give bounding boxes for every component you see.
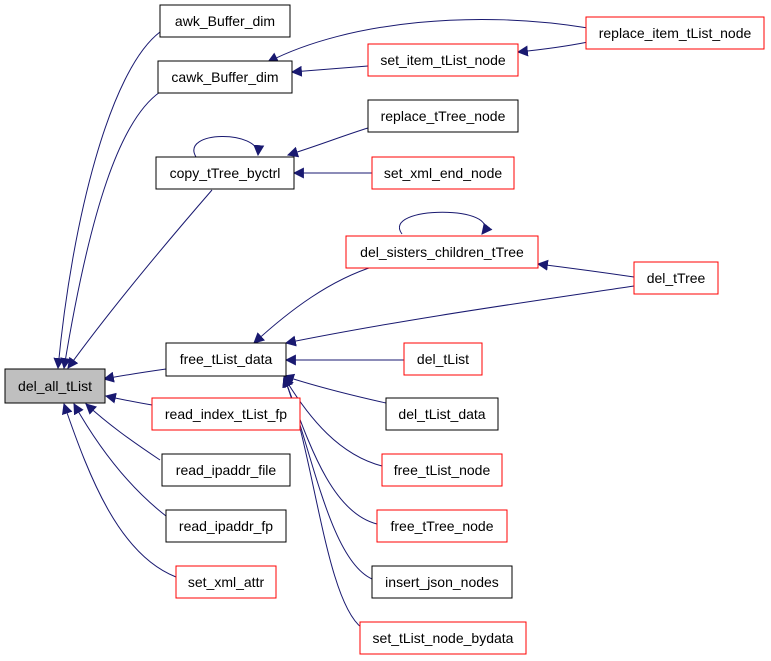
edge-set_item_tList_node-to-cawk_Buffer_dim [290,65,369,77]
node-insert_json_nodes[interactable]: insert_json_nodes [371,565,513,599]
node-replace_item_tList_node[interactable]: replace_item_tList_node [585,16,765,50]
node-label: set_item_tList_node [380,52,506,68]
node-del_all_tList[interactable]: del_all_tList [4,368,106,404]
node-del_tList_data[interactable]: del_tList_data [385,397,499,431]
node-label: cawk_Buffer_dim [171,69,278,85]
edge-read_index_tList_fp-to-del_all_tList [104,392,153,406]
edges [53,18,635,629]
node-del_sisters_children_tTree[interactable]: del_sisters_children_tTree [345,235,539,269]
node-label: read_ipaddr_file [176,462,277,478]
node-set_item_tList_node[interactable]: set_item_tList_node [367,43,519,77]
edge-set_xml_attr-to-del_all_tList [62,402,177,578]
node-free_tList_node[interactable]: free_tList_node [381,453,503,487]
node-label: replace_tTree_node [381,108,506,124]
edge-del_tList_data-to-free_tList_data [282,373,387,404]
node-label: free_tList_node [394,462,491,478]
node-label: read_index_tList_fp [165,406,287,422]
node-del_tTree[interactable]: del_tTree [633,261,719,295]
node-label: set_xml_end_node [384,165,503,181]
node-label: free_tTree_node [391,518,494,534]
node-label: del_tList [417,351,469,367]
node-del_tList[interactable]: del_tList [403,342,483,376]
edge-copy_tTree_byctrl-self-loop [193,136,265,158]
node-label: insert_json_nodes [385,574,499,590]
node-copy_tTree_byctrl[interactable]: copy_tTree_byctrl [155,156,295,190]
nodes: del_all_tList awk_Buffer_dim cawk_Buffer… [4,4,765,655]
node-set_xml_end_node[interactable]: set_xml_end_node [371,156,515,190]
node-label: del_tTree [647,270,706,286]
edge-replace_tTree_node-to-copy_tTree_byctrl [286,127,369,158]
node-label: del_tList_data [398,406,485,422]
node-label: replace_item_tList_node [599,25,752,41]
node-awk_Buffer_dim[interactable]: awk_Buffer_dim [159,4,291,38]
edge-del_tTree-to-del_sisters_children_tTree [536,259,635,278]
node-label: del_all_tList [18,378,92,394]
node-free_tTree_node[interactable]: free_tTree_node [376,509,508,543]
node-label: set_xml_attr [188,574,265,590]
edge-free_tList_data-to-del_all_tList [102,368,167,383]
edge-cawk_Buffer_dim-to-del_all_tList [60,91,161,370]
node-read_index_tList_fp[interactable]: read_index_tList_fp [151,397,301,431]
edge-free_tList_node-to-free_tList_data [283,376,383,467]
node-label: awk_Buffer_dim [175,13,275,29]
node-read_ipaddr_file[interactable]: read_ipaddr_file [161,453,291,487]
node-set_tList_node_bydata[interactable]: set_tList_node_bydata [359,621,527,655]
node-label: del_sisters_children_tTree [360,244,524,260]
edge-del_tTree-to-free_tList_data [284,285,635,347]
node-set_xml_attr[interactable]: set_xml_attr [175,565,277,599]
edge-del_sisters_children_tTree-to-free_tList_data [253,265,376,344]
edge-read_ipaddr_fp-to-del_all_tList [73,403,167,517]
node-replace_tTree_node[interactable]: replace_tTree_node [367,99,519,133]
edge-del_sisters_children_tTree-self-loop [398,211,493,235]
edge-awk_Buffer_dim-to-del_all_tList [53,31,161,370]
node-cawk_Buffer_dim[interactable]: cawk_Buffer_dim [157,60,293,94]
node-label: free_tList_data [180,351,273,367]
node-label: set_tList_node_bydata [373,630,514,646]
node-free_tList_data[interactable]: free_tList_data [165,342,287,377]
edge-replace_item_tList_node-to-set_item_tList_node [516,41,589,57]
node-label: copy_tTree_byctrl [170,165,281,181]
node-label: read_ipaddr_fp [179,518,273,534]
node-read_ipaddr_fp[interactable]: read_ipaddr_fp [165,509,287,543]
edge-copy_tTree_byctrl-to-del_all_tList [67,189,213,369]
edge-replace_item_tList_node-to-cawk_Buffer_dim [267,18,589,63]
edge-read_ipaddr_file-to-del_all_tList [85,403,161,461]
